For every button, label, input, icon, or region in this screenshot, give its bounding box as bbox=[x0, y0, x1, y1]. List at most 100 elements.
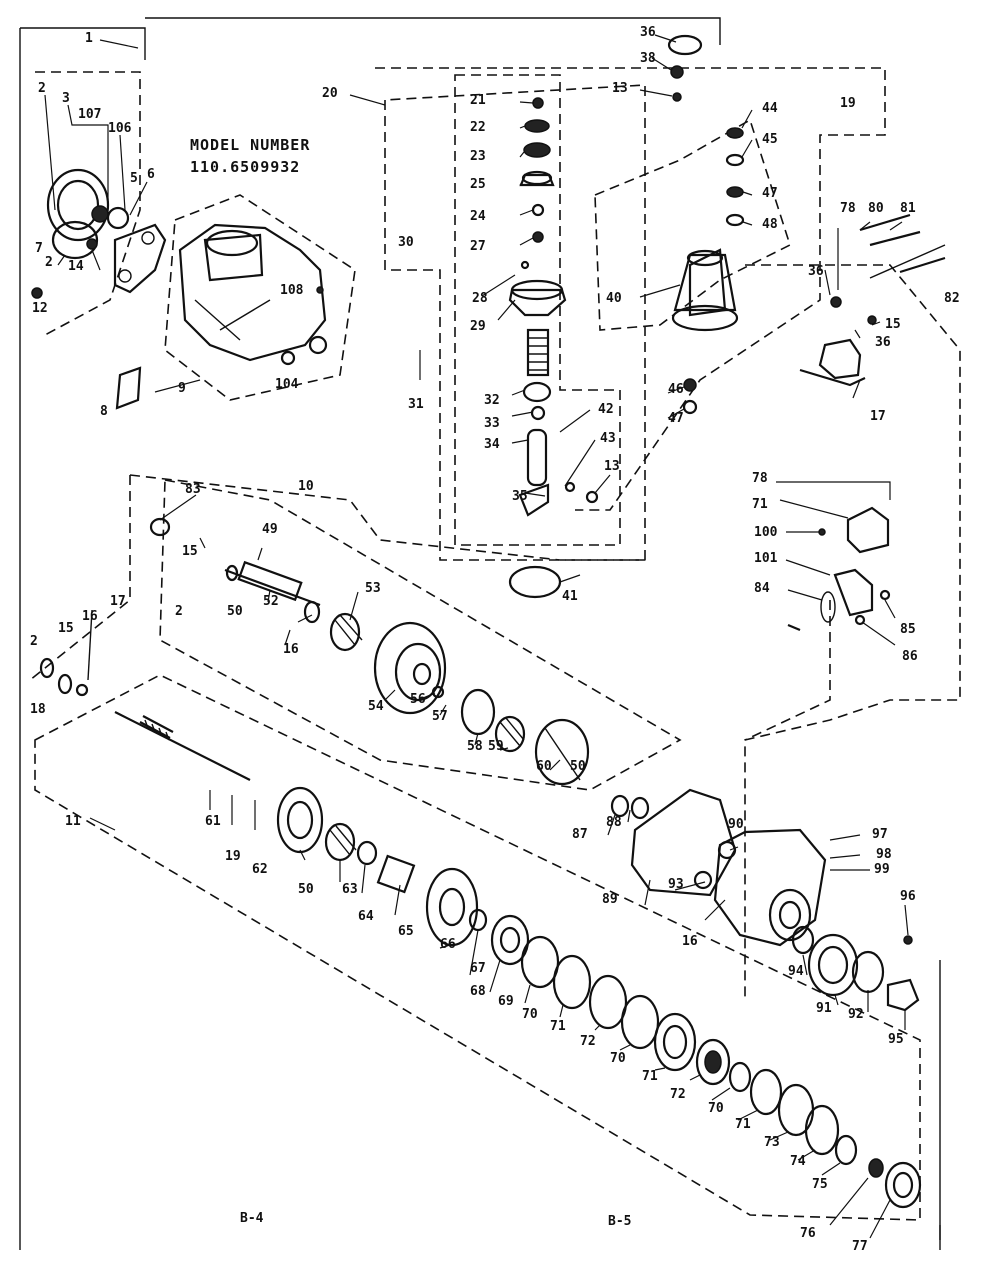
group-boundary-shaft-assembly bbox=[159, 479, 682, 791]
shift-lever-assembly bbox=[799, 213, 946, 387]
callout-2: 2 bbox=[30, 634, 38, 649]
callout-15: 15 bbox=[58, 621, 74, 636]
callout-44: 44 bbox=[762, 101, 778, 116]
callout-66: 66 bbox=[440, 937, 456, 952]
callout-13: 13 bbox=[612, 81, 628, 96]
callout-2: 2 bbox=[38, 81, 46, 96]
model-number-label: MODEL NUMBER bbox=[190, 136, 310, 154]
callout-40: 40 bbox=[606, 291, 622, 306]
callout-90: 90 bbox=[728, 817, 744, 832]
group-boundary-right bbox=[744, 264, 961, 1000]
callout-11: 11 bbox=[65, 814, 81, 829]
callout-21: 21 bbox=[470, 93, 486, 108]
callout-85: 85 bbox=[900, 622, 916, 637]
callout-49: 49 bbox=[262, 522, 278, 537]
callout-6: 6 bbox=[147, 167, 155, 182]
callout-70: 70 bbox=[522, 1007, 538, 1022]
callout-95: 95 bbox=[888, 1032, 904, 1047]
callout-16: 16 bbox=[283, 642, 299, 657]
callout-48: 48 bbox=[762, 217, 778, 232]
callout-92: 92 bbox=[848, 1007, 864, 1022]
callout-100: 100 bbox=[754, 525, 778, 540]
callout-23: 23 bbox=[470, 149, 486, 164]
callout-81: 81 bbox=[900, 201, 916, 216]
callout-78: 78 bbox=[840, 201, 856, 216]
callout-107: 107 bbox=[78, 107, 101, 122]
callout-84: 84 bbox=[754, 581, 770, 596]
group-boundary-upper-left bbox=[35, 71, 356, 401]
callout-62: 62 bbox=[252, 862, 268, 877]
callout-58: 58 bbox=[467, 739, 483, 754]
callout-72: 72 bbox=[670, 1087, 686, 1102]
group-boundary-pump-inner bbox=[454, 74, 621, 546]
callout-56: 56 bbox=[410, 692, 426, 707]
callout-19: 19 bbox=[225, 849, 241, 864]
leader-lines bbox=[44, 34, 909, 1239]
right-gear-housing bbox=[610, 788, 920, 1012]
callout-30: 30 bbox=[398, 235, 414, 250]
callout-3: 3 bbox=[62, 91, 70, 106]
group-boundary-clutch-pack bbox=[34, 674, 921, 1221]
callout-104: 104 bbox=[275, 377, 299, 392]
callout-71: 71 bbox=[550, 1019, 566, 1034]
callout-42: 42 bbox=[598, 402, 614, 417]
callout-89: 89 bbox=[602, 892, 618, 907]
callout-70: 70 bbox=[708, 1101, 724, 1116]
main-shaft-clutch-pack bbox=[114, 711, 922, 1209]
callout-77: 77 bbox=[852, 1239, 868, 1254]
callout-101: 101 bbox=[754, 551, 778, 566]
callout-72: 72 bbox=[580, 1034, 596, 1049]
callout-57: 57 bbox=[432, 709, 448, 724]
callout-69: 69 bbox=[498, 994, 514, 1009]
callout-46: 46 bbox=[668, 382, 684, 397]
callout-35: 35 bbox=[512, 489, 528, 504]
callout-16: 16 bbox=[682, 934, 698, 949]
callout-71: 71 bbox=[752, 497, 768, 512]
callout-19: 19 bbox=[840, 96, 856, 111]
callout-88: 88 bbox=[606, 815, 622, 830]
callout-15: 15 bbox=[182, 544, 198, 559]
callout-47: 47 bbox=[762, 186, 778, 201]
callout-80: 80 bbox=[868, 201, 884, 216]
callout-43: 43 bbox=[600, 431, 616, 446]
callout-63: 63 bbox=[342, 882, 358, 897]
callout-27: 27 bbox=[470, 239, 486, 254]
callout-32: 32 bbox=[484, 393, 500, 408]
callout-36: 36 bbox=[875, 335, 891, 350]
callout-61: 61 bbox=[205, 814, 221, 829]
callout-22: 22 bbox=[470, 120, 486, 135]
callout-8: 8 bbox=[100, 404, 108, 419]
callout-10: 10 bbox=[298, 479, 314, 494]
outer-frame bbox=[19, 17, 941, 1250]
pump-stack bbox=[508, 97, 599, 599]
callout-31: 31 bbox=[408, 397, 424, 412]
group-boundary-pump bbox=[384, 84, 646, 561]
gearcase-housing bbox=[178, 223, 328, 366]
callout-47: 47 bbox=[668, 411, 684, 426]
callout-54: 54 bbox=[368, 699, 384, 714]
callout-60: 60 bbox=[536, 759, 552, 774]
callout-108: 108 bbox=[280, 283, 304, 298]
callout-45: 45 bbox=[762, 132, 778, 147]
callout-97: 97 bbox=[872, 827, 888, 842]
group-boundary-outer-pump bbox=[375, 67, 886, 511]
callout-64: 64 bbox=[358, 909, 374, 924]
middle-shaft-assembly bbox=[149, 517, 590, 786]
callout-78: 78 bbox=[752, 471, 768, 486]
callout-41: 41 bbox=[562, 589, 578, 604]
callout-18: 18 bbox=[30, 702, 46, 717]
callout-25: 25 bbox=[470, 177, 486, 192]
callout-93: 93 bbox=[668, 877, 684, 892]
group-boundary-middle bbox=[29, 474, 650, 681]
callout-50: 50 bbox=[227, 604, 243, 619]
pump-hub bbox=[667, 34, 745, 415]
callout-15: 15 bbox=[885, 317, 901, 332]
callout-71: 71 bbox=[735, 1117, 751, 1132]
callout-75: 75 bbox=[812, 1177, 828, 1192]
group-boundary-right-inner bbox=[744, 600, 831, 741]
callout-17: 17 bbox=[110, 594, 126, 609]
callout-24: 24 bbox=[470, 209, 486, 224]
callout-68: 68 bbox=[470, 984, 486, 999]
callout-28: 28 bbox=[472, 291, 488, 306]
